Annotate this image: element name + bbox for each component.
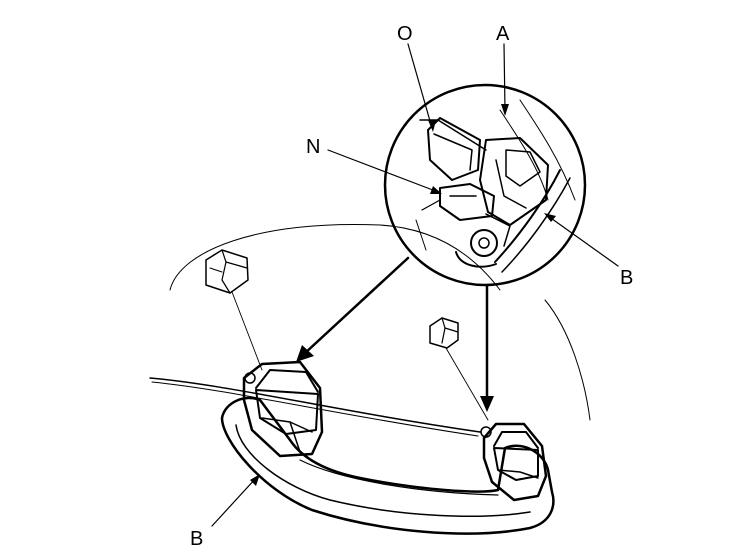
callout-arrows (296, 256, 494, 412)
label-b-handle: B (190, 528, 203, 550)
guide-lines (231, 291, 489, 421)
label-b-detail: B (620, 267, 633, 289)
label-n: N (306, 136, 320, 158)
leader-lines (211, 43, 619, 527)
label-o: O (397, 23, 413, 45)
headliner-contour (149, 223, 591, 437)
label-a: A (496, 23, 510, 45)
grab-handle (220, 360, 555, 535)
detail-circle (383, 83, 587, 287)
left-roof-mount (205, 249, 249, 294)
arrow-head-right (480, 396, 494, 412)
arrow-head-left (296, 345, 314, 362)
right-roof-mount (429, 317, 459, 349)
